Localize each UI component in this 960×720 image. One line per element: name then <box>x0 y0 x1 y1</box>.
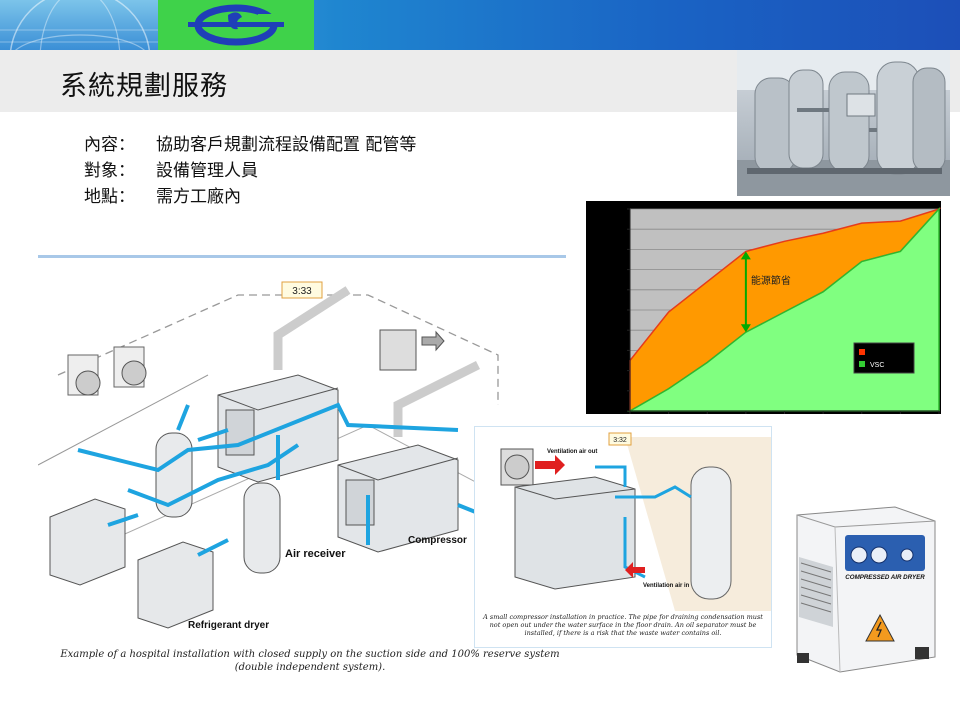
legend-swatch-vsc <box>859 361 865 367</box>
info-label: 內容： <box>84 135 135 155</box>
arrow-head-bottom <box>740 324 751 333</box>
label-ventilation-out: Ventilation air out <box>547 449 597 455</box>
page-title: 系統規劃服務 <box>60 71 228 102</box>
diagram-main-caption: Example of a hospital installation with … <box>60 649 560 673</box>
diagram-tag: 3:33 <box>292 286 312 297</box>
chart-axes <box>627 208 940 414</box>
label-refrigerant-dryer: Refrigerant dryer <box>188 620 269 631</box>
company-logo <box>158 0 314 50</box>
chart-svg: [%] 能源節省 VSC <box>593 207 942 414</box>
diagram-main-svg: 3:33 Air receiver Compressor Refrigera <box>37 281 539 631</box>
info-label: 對象： <box>84 161 135 181</box>
chart-annotation: 能源節省 <box>751 274 791 287</box>
savings-arrow <box>740 251 751 333</box>
info-label: 地點： <box>84 187 135 207</box>
tanks-photo <box>737 50 950 196</box>
info-value: 設備管理人員 <box>156 161 258 181</box>
diagram-small-caption: A small compressor installation in pract… <box>483 613 763 637</box>
chart-y-label: [%] <box>593 301 602 313</box>
info-value: 需方工廠內 <box>156 187 241 207</box>
small-installation-diagram: 3:32 Ventilation air out Ventilation air… <box>474 426 772 648</box>
label-ventilation-in: Ventilation air in <box>643 583 690 589</box>
small-diagram-tag: 3:32 <box>613 437 627 444</box>
chart-legend: VSC <box>853 342 915 374</box>
diagram-top-rule <box>38 255 566 258</box>
info-row: 內容： 協助客戶規劃流程設備配置 配管等 <box>84 132 416 158</box>
globe-graphic <box>0 0 158 50</box>
info-list: 內容： 協助客戶規劃流程設備配置 配管等 對象： 設備管理人員 地點： 需方工廠內 <box>84 132 416 210</box>
air-dryer-photo: COMPRESSED AIR DRYER <box>785 497 940 677</box>
label-air-receiver: Air receiver <box>285 548 346 560</box>
dryer-label: COMPRESSED AIR DRYER <box>845 574 925 581</box>
label-compressor: Compressor <box>408 535 467 546</box>
info-row: 對象： 設備管理人員 <box>84 158 416 184</box>
energy-savings-chart: [%] 能源節省 VSC <box>586 201 942 414</box>
info-row: 地點： 需方工廠內 <box>84 184 416 210</box>
legend-label-vsc: VSC <box>870 362 884 369</box>
diagram-small-svg: 3:32 Ventilation air out Ventilation air… <box>475 427 771 611</box>
info-value: 協助客戶規劃流程設備配置 配管等 <box>156 135 417 155</box>
arrow-head-top <box>740 251 751 260</box>
legend-swatch-upper <box>859 349 865 355</box>
